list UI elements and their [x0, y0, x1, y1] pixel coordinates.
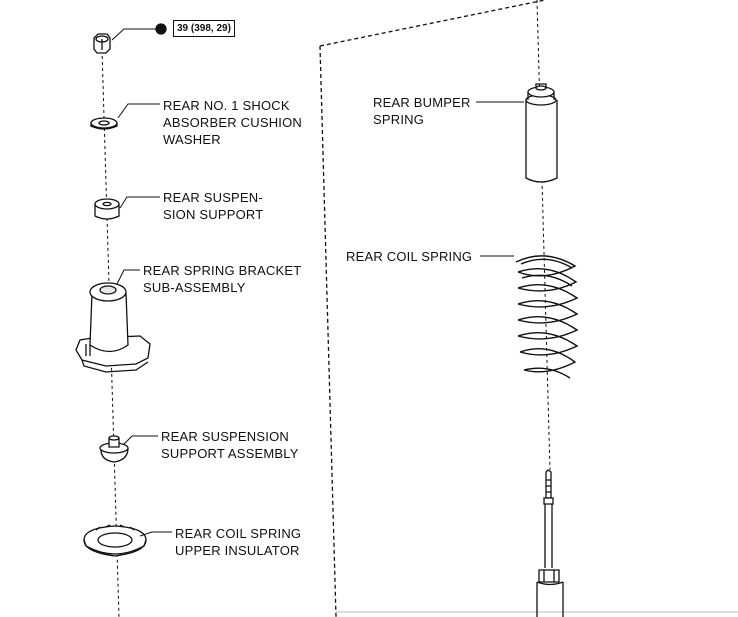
label-cushion-washer: REAR NO. 1 SHOCK ABSORBER CUSHION WASHER	[163, 98, 303, 147]
leader-bracket	[116, 269, 140, 285]
divider-line-top	[319, 0, 546, 47]
support-assembly-part	[99, 435, 129, 463]
bumper-spring-part	[525, 83, 558, 183]
suspension-support-part	[94, 198, 120, 220]
label-upper-insulator: REAR COIL SPRING UPPER INSULATOR	[175, 526, 302, 558]
label-coil-spring: REAR COIL SPRING	[346, 249, 473, 264]
leader-washer	[117, 103, 160, 119]
torque-dot-icon	[155, 23, 167, 35]
cushion-washer-part	[90, 117, 118, 130]
divider-line-vertical	[319, 45, 337, 617]
label-spring-bracket: REAR SPRING BRACKET SUB-ASSEMBLY	[143, 263, 302, 295]
leader-support	[119, 196, 160, 209]
leader-nut	[111, 28, 158, 41]
torque-spec-box: 39 (398, 29)	[173, 20, 235, 37]
label-bumper-spring: REAR BUMPER SPRING	[373, 95, 471, 127]
coil-spring-part	[515, 255, 579, 379]
spring-bracket-part	[75, 282, 151, 373]
shock-absorber-part	[536, 469, 564, 617]
label-suspension-support: REAR SUSPEN- SION SUPPORT	[163, 190, 264, 222]
right-axis-line	[536, 0, 551, 471]
nut-icon	[93, 33, 111, 54]
leader-insulator	[139, 531, 172, 537]
label-support-assembly: REAR SUSPENSION SUPPORT ASSEMBLY	[161, 429, 299, 461]
leader-support-assembly	[123, 435, 158, 445]
upper-insulator-part	[83, 524, 147, 557]
